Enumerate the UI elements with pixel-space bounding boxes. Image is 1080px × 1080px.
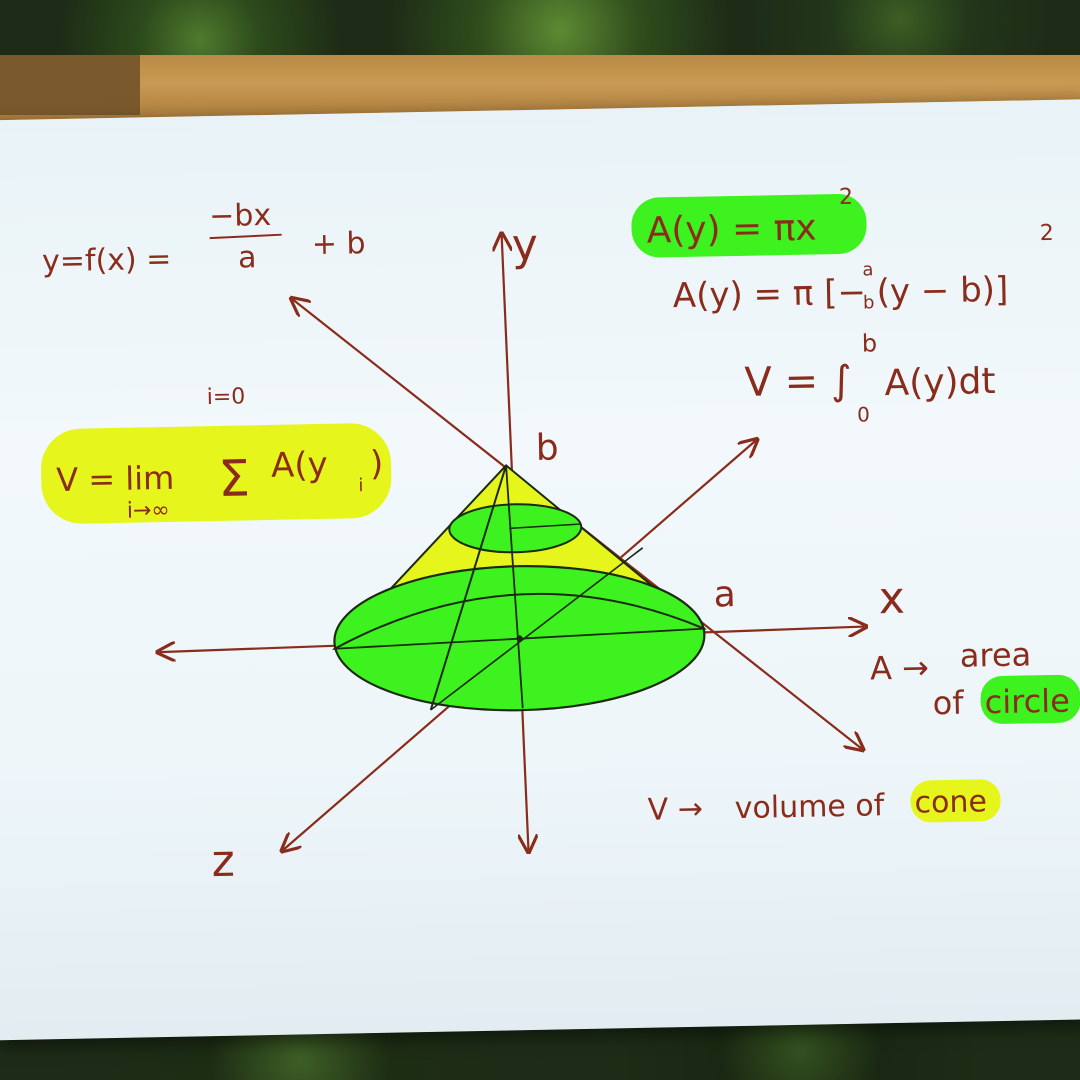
z-axis-label: z (211, 836, 235, 887)
legend-area-text-2: of (932, 684, 964, 723)
circle-word-highlight (980, 674, 1080, 724)
riemann-prefix: V = lim (56, 459, 175, 499)
b-point-label: b (535, 427, 559, 468)
legend-area-key: A → (870, 648, 930, 687)
legend-area-text-1: area (959, 635, 1031, 674)
a-point-label: a (713, 574, 736, 615)
cone-word-highlight (910, 779, 1001, 823)
riemann-term: A(y (271, 445, 328, 486)
line-fn-numerator: −bx (209, 198, 272, 234)
area-formula-highlight (631, 193, 867, 258)
line-fn-suffix: + b (311, 226, 365, 262)
riemann-sum-formula: V = lim i→∞ Σ i=0 A(y i ) (56, 384, 384, 524)
area-sub-exponent: 2 (1039, 221, 1053, 246)
riemann-term-close: ) (370, 444, 384, 484)
line-fn-denominator: a (238, 240, 257, 275)
volume-integral-main: V = ∫ (744, 358, 852, 406)
riemann-limit: i→∞ (127, 498, 170, 524)
area-sub-frac-den: b (863, 292, 875, 313)
cone-chord (430, 547, 644, 711)
legend-volume-key: V → (647, 792, 703, 828)
paper-sheet: y x z b a y=f(x) = −bx a + b A(y) = πx 2… (0, 99, 1080, 1041)
legend-volume-text: volume of (734, 788, 886, 826)
riemann-term-sub: i (358, 475, 363, 496)
legend-volume-highlight: cone (914, 784, 987, 820)
cone-base-back (334, 592, 705, 650)
area-base-exponent: 2 (839, 185, 853, 210)
y-axis-label: y (511, 220, 538, 271)
cardboard-shadow (0, 55, 140, 115)
area-base-formula: A(y) = πx (646, 207, 817, 251)
area-sub-formula: A(y) = π [− (y − b)] (672, 270, 1008, 316)
cone-height-line (505, 465, 524, 709)
volume-integral: V = ∫ b 0 A(y)dt (744, 329, 996, 426)
riemann-sum-top: i=0 (206, 384, 245, 410)
area-substituted-formula: A(y) = π [− (y − b)] a b 2 (672, 221, 1053, 316)
cone-slice-radius (509, 523, 582, 530)
line-function-equation: y=f(x) = −bx a + b (42, 198, 366, 279)
cone-slant-line (429, 465, 508, 711)
volume-integral-lower: 0 (857, 402, 870, 426)
legend-notes: A → area of circle V → volume of cone (647, 635, 1070, 828)
cone-center-point (516, 635, 523, 642)
area-sub-frac-num: a (862, 259, 873, 280)
riemann-sum-symbol: Σ (218, 449, 251, 508)
legend-area-highlight: circle (984, 682, 1070, 722)
drawing-canvas: y x z b a y=f(x) = −bx a + b A(y) = πx 2… (41, 185, 1080, 887)
volume-integral-upper: b (862, 329, 878, 357)
volume-integral-integrand: A(y)dt (884, 361, 996, 404)
line-fn-prefix: y=f(x) = (42, 242, 172, 279)
x-axis-label: x (878, 573, 905, 624)
cone-figure (332, 464, 707, 712)
